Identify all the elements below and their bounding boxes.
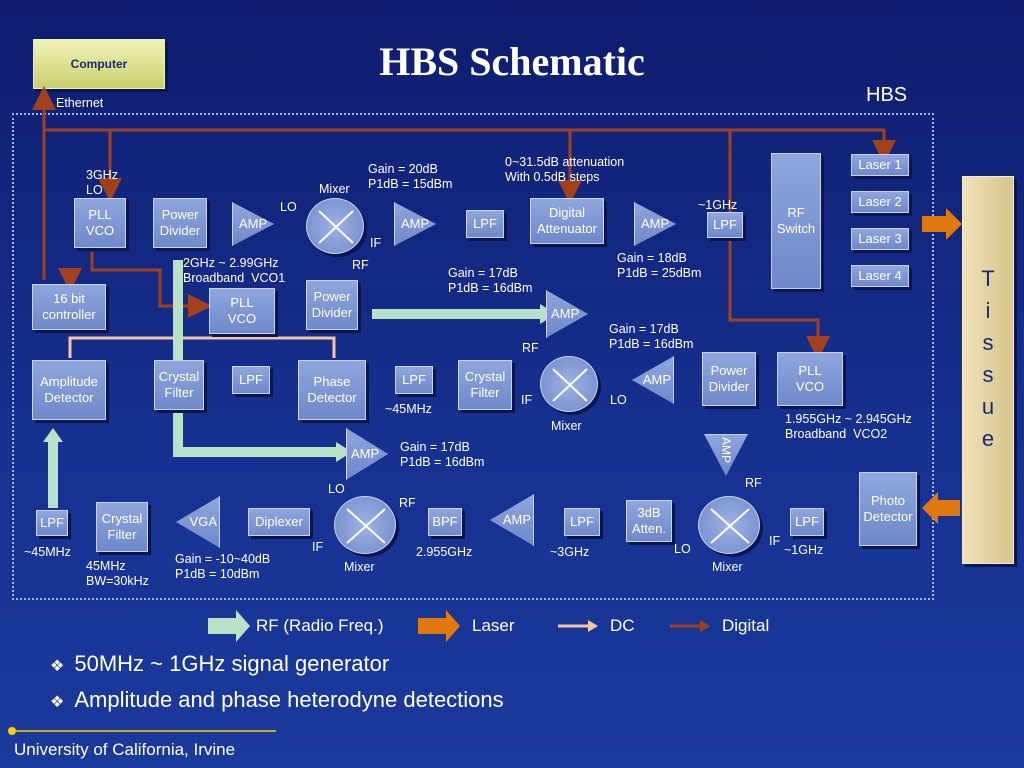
tissue-letter: T	[981, 266, 995, 291]
lo-top-label: LO	[280, 200, 297, 214]
digital-bus-top	[42, 128, 896, 276]
rf-top-label: RF	[352, 258, 369, 272]
dc-line	[68, 336, 336, 358]
power-divider-right-block: Power Divider	[702, 352, 756, 406]
bullet-2-text: Amplitude and phase heterodyne detection…	[74, 687, 504, 712]
hbs-label: HBS	[866, 84, 908, 106]
photo-detector-block: Photo Detector	[859, 472, 917, 546]
ethernet-label: Ethernet	[56, 96, 104, 110]
tissue-letter: s	[982, 330, 994, 355]
diamond-bullet-icon: ❖	[50, 694, 65, 711]
if-mid-label: IF	[521, 393, 533, 407]
lpf-bot2-block: LPF	[564, 508, 600, 536]
pll-vco1-block: PLL VCO	[209, 288, 275, 334]
legend-rf: RF (Radio Freq.)	[256, 616, 384, 635]
lpf-top-block: LPF	[707, 212, 743, 238]
rf-right-label: RF	[745, 476, 762, 490]
attenuation-label: 0~31.5dB attenuation With 0.5dB steps	[505, 155, 625, 184]
mixer-low-label: Mixer	[344, 560, 375, 574]
lpf-bot1-block: LPF	[36, 510, 68, 536]
mixer-low-icon	[334, 496, 396, 554]
freq-1ghz-bot-label: ~1GHz	[784, 543, 824, 557]
vco1-range-label: 2GHz ~ 2.99GHz Broadband VCO1	[183, 256, 286, 285]
lpf-mid1-block: LPF	[232, 366, 270, 394]
mixer-top-label: Mixer	[319, 182, 350, 196]
freq-3ghz-label: ~3GHz	[550, 545, 590, 559]
atten-3db-block: 3dB Atten.	[626, 500, 672, 542]
rf-bus-vertical	[173, 260, 340, 457]
controller-block: 16 bit controller	[32, 284, 106, 330]
lo-mid-label: LO	[610, 393, 627, 407]
gain-17c-label: Gain = 17dB P1dB = 16dBm	[400, 440, 485, 469]
rf-low-label: RF	[399, 496, 416, 510]
lo-3ghz-label: 3GHz LO	[86, 168, 118, 197]
power-divider-top-block: Power Divider	[153, 198, 207, 248]
diamond-bullet-icon: ❖	[50, 658, 65, 675]
laser-arrow-in	[922, 208, 962, 240]
tissue-letter: u	[981, 394, 995, 419]
vco2-range-label: 1.955GHz ~ 2.945GHz Broadband VCO2	[785, 412, 912, 441]
tissue-letter: e	[981, 426, 995, 451]
tissue-block: T i s s u e	[962, 176, 1014, 564]
tissue-letter: i	[985, 298, 991, 323]
phase-detector-block: Phase Detector	[298, 360, 366, 420]
if-right-label: IF	[769, 534, 781, 548]
pll-vco-lo-block: PLL VCO	[74, 198, 126, 248]
gain-20-label: Gain = 20dB P1dB = 15dBm	[368, 162, 453, 191]
amplitude-detector-block: Amplitude Detector	[32, 360, 106, 420]
bullet-1-text: 50MHz ~ 1GHz signal generator	[74, 651, 390, 676]
pll-vco2-block: PLL VCO	[777, 352, 843, 406]
computer-block: Computer	[33, 39, 165, 89]
rf-switch-block: RF Switch	[771, 153, 821, 289]
freq-45-bot-label: ~45MHz	[24, 545, 71, 559]
gain-vga-label: Gain = -10~40dB P1dB = 10dBm	[175, 552, 271, 581]
lpf-bot3-block: LPF	[790, 508, 824, 536]
lo-low-label: LO	[328, 482, 345, 496]
hbs-boundary	[12, 113, 934, 600]
bpf-block: BPF	[428, 508, 462, 536]
crystal-filter-mid2-block: Crystal Filter	[458, 360, 512, 410]
bullet-1: ❖ 50MHz ~ 1GHz signal generator	[50, 651, 389, 677]
lpf-if-block: LPF	[466, 210, 504, 238]
bullet-2: ❖ Amplitude and phase heterodyne detectio…	[50, 687, 504, 713]
gain-17b-label: Gain = 17dB P1dB = 16dBm	[609, 322, 694, 351]
legend-digital: Digital	[722, 616, 770, 635]
amp-vertical-label: AMP	[719, 437, 733, 464]
laser2-block: Laser 2	[851, 191, 909, 213]
mixer-top-icon	[306, 198, 364, 254]
footer-text: University of California, Irvine	[14, 740, 236, 759]
laser4-block: Laser 4	[851, 265, 909, 287]
mixer-mid-label: Mixer	[551, 419, 582, 433]
gain-18-label: Gain = 18dB P1dB = 25dBm	[617, 251, 702, 280]
diplexer-block: Diplexer	[248, 508, 310, 536]
mixer-mid-icon	[540, 356, 598, 412]
legend-dc: DC	[610, 616, 635, 635]
laser1-block: Laser 1	[851, 154, 909, 176]
freq-45-mid-label: ~45MHz	[385, 402, 432, 416]
page-title: HBS Schematic	[379, 39, 645, 84]
freq-2955-label: 2.955GHz	[416, 545, 473, 559]
lo-right-label: LO	[674, 542, 691, 556]
rf-mid-label: RF	[522, 341, 539, 355]
if-low-label: IF	[312, 540, 324, 554]
bw-label: 45MHz BW=30kHz	[86, 559, 149, 588]
lpf-mid2-block: LPF	[395, 366, 433, 394]
legend-laser: Laser	[472, 616, 515, 635]
if-top-label: IF	[370, 236, 382, 250]
digital-attenuator-block: Digital Attenuator	[530, 198, 604, 244]
mixer-right-icon	[698, 496, 760, 554]
crystal-filter-mid-block: Crystal Filter	[154, 360, 204, 410]
power-divider-mid-block: Power Divider	[306, 280, 358, 330]
laser-arrow-out	[922, 492, 960, 524]
laser3-block: Laser 3	[851, 228, 909, 250]
mixer-right-label: Mixer	[712, 560, 743, 574]
gain-17a-label: Gain = 17dB P1dB = 16dBm	[448, 266, 533, 295]
tissue-letter: s	[982, 362, 994, 387]
crystal-filter-bot-block: Crystal Filter	[96, 502, 148, 552]
freq-1ghz-top-label: ~1GHz	[698, 198, 738, 212]
